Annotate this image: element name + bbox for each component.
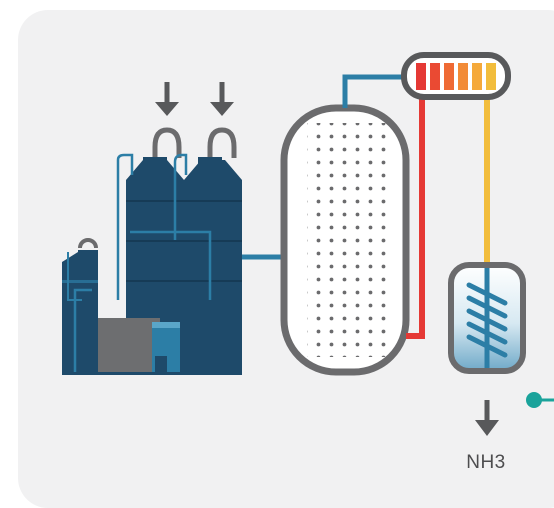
product-label: NH3 [466, 452, 506, 473]
compressor-building [98, 318, 160, 375]
reactor-vessel [280, 104, 410, 376]
reactor-outlet-pipe [342, 74, 408, 108]
hot-return-pipe [406, 95, 425, 339]
feed-arrow-right-icon [210, 82, 234, 116]
heat-exchanger [401, 52, 511, 100]
feed-arrow-left-icon [155, 82, 179, 116]
teal-dot-icon [526, 392, 554, 408]
output-arrow-icon [475, 400, 499, 436]
gas-plant [62, 127, 242, 375]
ammonia-condenser [448, 262, 526, 374]
tall-tank-right [184, 127, 242, 375]
small-tank [62, 238, 98, 375]
